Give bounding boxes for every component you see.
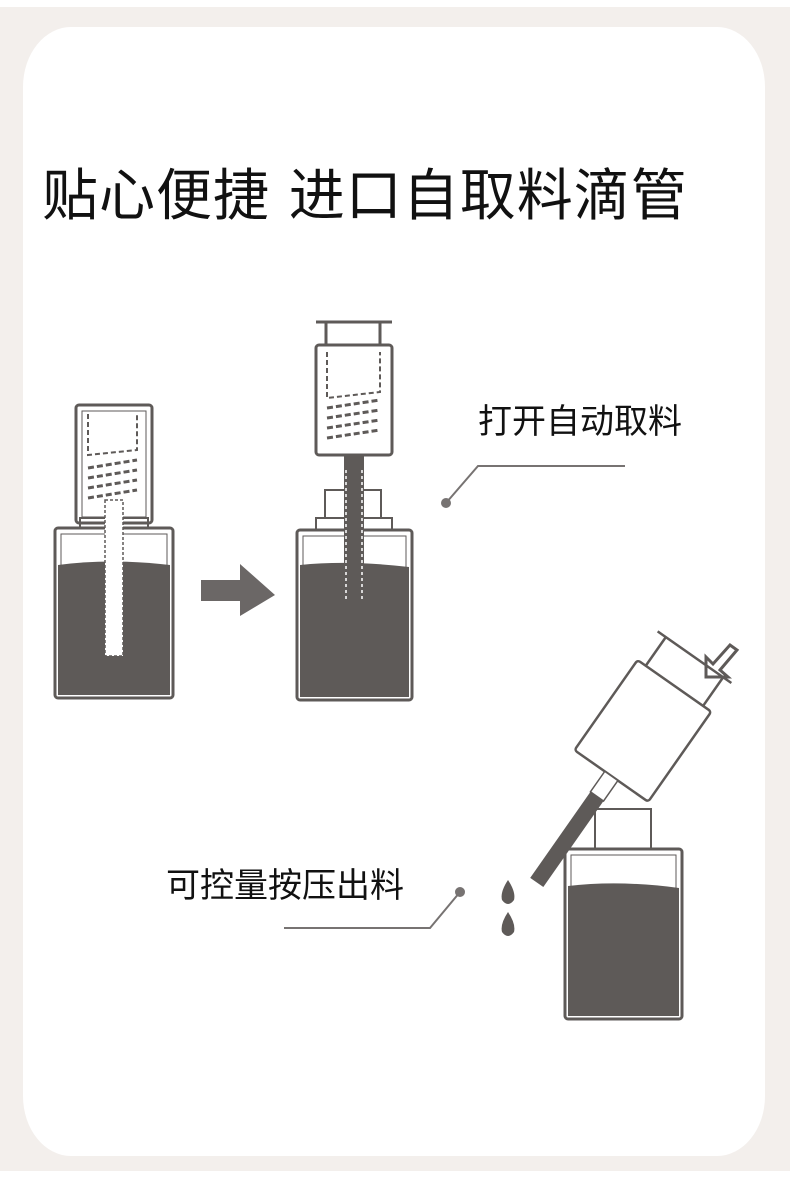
step-label-auto-fill: 打开自动取料 (478, 402, 682, 442)
bottle-closed-icon (53, 403, 175, 700)
arrow-right-icon (201, 564, 275, 616)
step-label-press-dispense: 可控量按压出料 (166, 866, 404, 906)
bottle-opening-icon (295, 320, 414, 702)
page-title: 贴心便捷 进口自取料滴管 (42, 164, 688, 229)
callout-line-1 (441, 465, 625, 508)
press-arrow-icon (704, 642, 740, 679)
callout-line-2 (284, 887, 465, 929)
dropper-tilted-icon (530, 630, 733, 888)
bottle-dispensing-icon (563, 808, 684, 1021)
drops-icon (501, 880, 515, 936)
